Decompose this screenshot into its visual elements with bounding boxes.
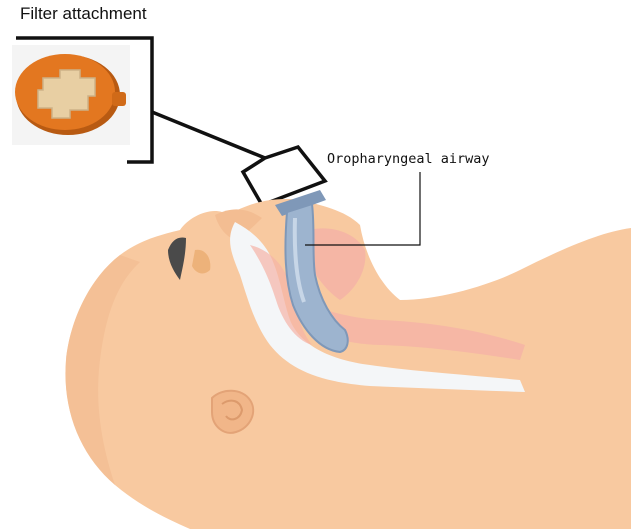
filter-leader-line [152, 112, 325, 205]
ear [212, 391, 253, 433]
filter-inset [12, 38, 152, 162]
oropharyngeal-airway-label: Oropharyngeal airway [327, 151, 490, 167]
filter-attachment-label: Filter attachment [20, 4, 147, 24]
